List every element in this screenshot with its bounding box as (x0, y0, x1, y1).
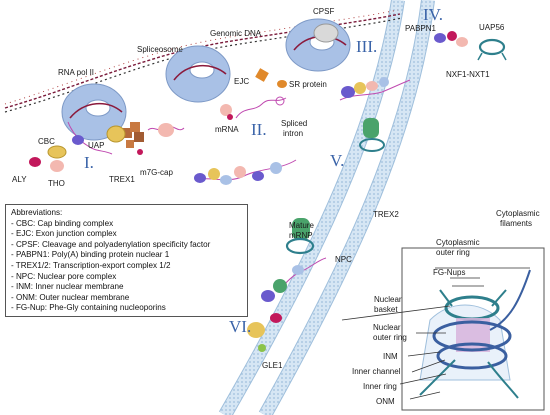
cpsf-label: CPSF (313, 7, 334, 16)
spliceosome-complex (122, 122, 144, 148)
cyto-filaments-label-2: filaments (500, 219, 532, 228)
uap-protein (72, 135, 84, 145)
abbreviation-item: - INM: Inner nuclear membrane (11, 282, 124, 292)
stage-5-label: V. (330, 151, 344, 170)
nxf1-label: NXF1-NXT1 (446, 70, 490, 79)
abbreviations-list: - CBC: Cap binding complex - EJC: Exon j… (11, 219, 242, 314)
tho-protein (50, 160, 64, 172)
spliceosome-label: Spliceosome (137, 45, 183, 54)
cyto-ring-label-2: outer ring (436, 248, 470, 257)
abbreviation-item: - CBC: Cap binding complex (11, 218, 114, 228)
aly-label: ALY (12, 175, 27, 184)
ejc-protein (255, 68, 269, 82)
trex2-label: TREX2 (373, 210, 399, 219)
intron-label: intron (283, 129, 303, 138)
cpsf-complex (313, 23, 339, 43)
gle1-label: GLE1 (262, 361, 283, 370)
abbreviation-item: - FG-Nup: Phe-Gly containing nucleoporin… (11, 303, 166, 313)
stage-2-label: II. (251, 120, 267, 139)
tho-label: THO (48, 179, 65, 188)
npc-middle (285, 218, 315, 255)
genomic-dna-label: Genomic DNA (210, 29, 262, 38)
onm-label: ONM (376, 397, 395, 406)
abbreviation-item: - NPC: Nuclear pore complex (11, 271, 117, 281)
nuclear-basket-label-1: Nuclear (374, 295, 402, 304)
ejc-label: EJC (234, 77, 249, 86)
pink-protein (158, 123, 174, 137)
abbreviation-item: - EJC: Exon junction complex (11, 229, 117, 239)
rna-polymerase-1 (61, 83, 127, 141)
uap56-label: UAP56 (479, 23, 505, 32)
trex2-top (359, 118, 385, 152)
nuclear-ring-label-1: Nuclear (373, 323, 401, 332)
uap-label: UAP (88, 141, 104, 150)
npc-top (477, 38, 507, 61)
inner-ring-label: Inner ring (363, 382, 397, 391)
sr-protein (277, 80, 287, 88)
cbc-protein (47, 145, 67, 159)
fg-nups-label: FG-Nups (433, 268, 465, 277)
pabpn1-label: PABPN1 (405, 24, 437, 33)
spliced-label: Spliced (281, 119, 307, 128)
stage-6-label: VI. (229, 317, 251, 336)
cyto-ring-label-1: Cytoplasmic (436, 238, 480, 247)
abbreviation-item: - CPSF: Cleavage and polyadenylation spe… (11, 239, 211, 249)
abbreviations-box: Abbreviations: - CBC: Cap binding comple… (5, 204, 248, 317)
nuclear-basket-label-2: basket (374, 305, 398, 314)
mrnp-label: mRNP (289, 231, 313, 240)
stage-3-label: III. (356, 37, 377, 56)
cbc-label: CBC (38, 137, 55, 146)
stage-1-label: I. (84, 153, 94, 172)
stage-4-label: IV. (423, 5, 443, 24)
mrnp-cluster-6 (247, 265, 304, 352)
mrna-label: mRNA (215, 125, 239, 134)
inner-channel-label: Inner channel (352, 367, 401, 376)
abbreviations-title: Abbreviations: (11, 208, 63, 217)
abbreviation-item: - ONM: Outer nuclear membrane (11, 292, 130, 302)
abbreviation-item: - PABPN1: Poly(A) binding protein nuclea… (11, 250, 170, 260)
rna-polymerase-3 (285, 18, 351, 72)
rna-pol-label: RNA pol II (58, 68, 94, 77)
trex1-protein (106, 125, 126, 143)
pabpn1-cluster (434, 31, 468, 47)
leader-lines (341, 267, 530, 400)
sr-protein-label: SR protein (289, 80, 327, 89)
rna-polymerase-2 (165, 45, 231, 103)
npc-zoom-panel (401, 247, 545, 411)
abbreviation-item: - TREX1/2: Transcription-export complex … (11, 260, 171, 270)
m7g-label: m7G-cap (140, 168, 173, 177)
mrna-cluster-2 (220, 104, 233, 120)
nuclear-ring-label-2: outer ring (373, 333, 407, 342)
spliced-intron (275, 96, 285, 106)
m7g-cap (137, 149, 143, 155)
inm-label: INM (383, 352, 398, 361)
trex1-label: TREX1 (109, 175, 135, 184)
aly-protein (29, 157, 41, 167)
mature-mrnp-cluster (194, 162, 282, 185)
npc-label: NPC (335, 255, 352, 264)
mature-label: Mature (289, 221, 314, 230)
mrnp-cluster-3 (341, 77, 389, 98)
cyto-filaments-label-1: Cytoplasmic (496, 209, 540, 218)
